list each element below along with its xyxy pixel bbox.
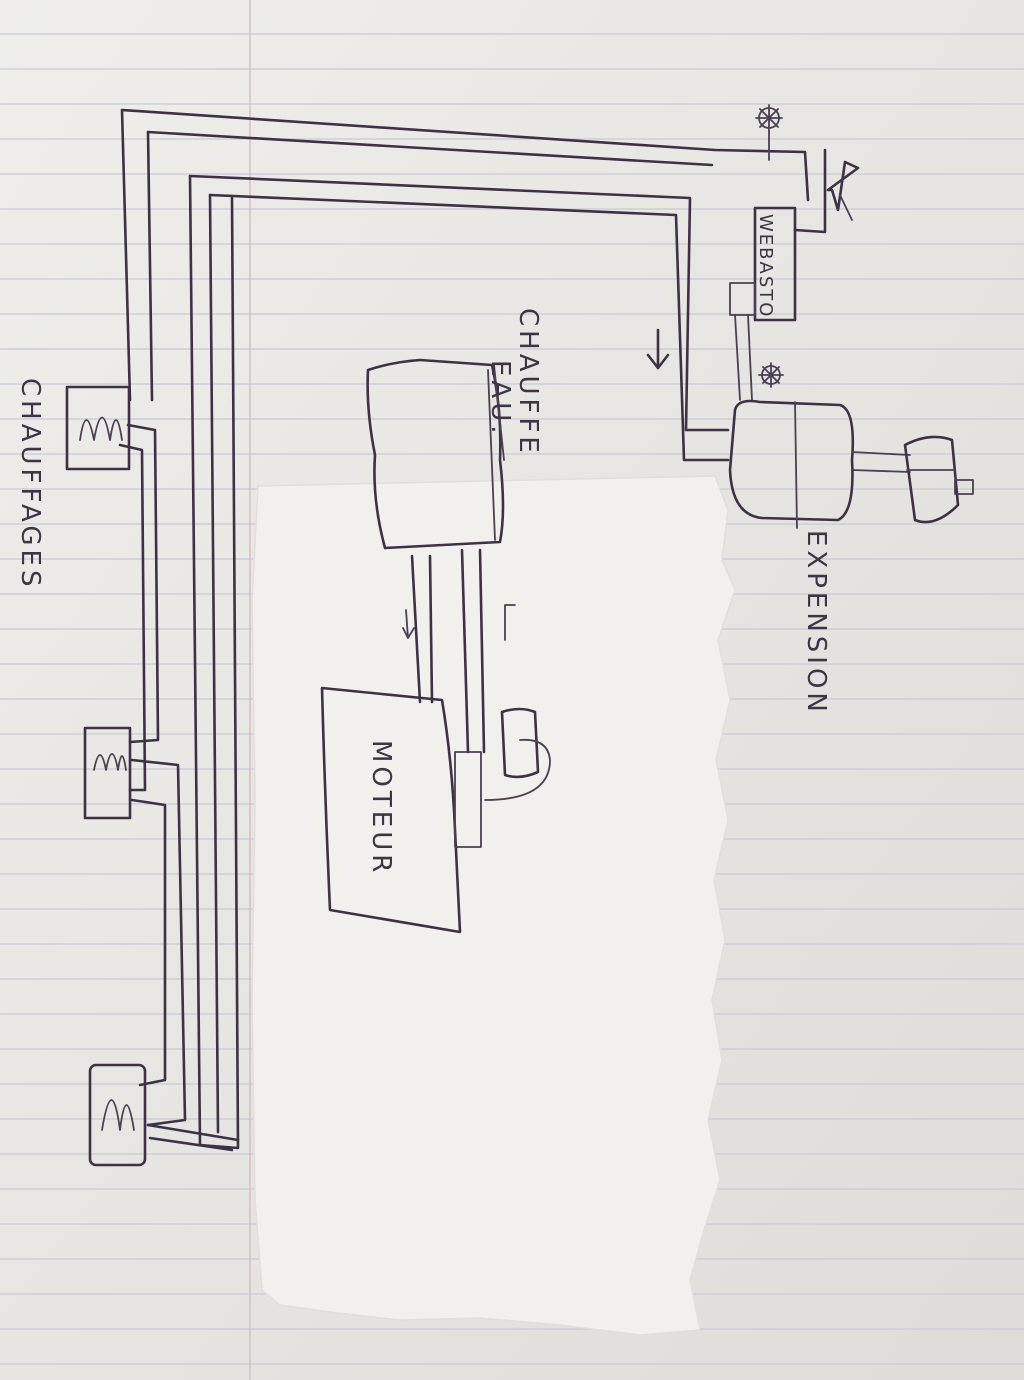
- flow-arrow-icon: [402, 609, 415, 639]
- valve-icon: [758, 362, 784, 388]
- label-webasto: WEBASTO: [755, 214, 776, 318]
- heater-circuit-pipes: [118, 108, 810, 1152]
- torn-paper-sheet: [251, 475, 736, 1336]
- water-heater: [366, 358, 505, 754]
- radiator-top: [65, 385, 131, 471]
- valve-icon: [755, 104, 783, 161]
- webasto-heater: [729, 148, 827, 401]
- label-moteur: MOTEUR: [366, 740, 396, 876]
- label-chauffages: CHAUFFAGES: [15, 378, 45, 590]
- radiator-bottom: [88, 1063, 147, 1167]
- label-chauffe-eau-line1: CHAUFFE: [513, 308, 543, 457]
- radiator-middle: [83, 726, 132, 820]
- flow-arrow-icon: [646, 328, 670, 370]
- flow-arrow-icon: [504, 604, 516, 641]
- label-expension: EXPENSION: [801, 530, 831, 716]
- label-chauffe-eau-line2: EAU.: [485, 360, 515, 438]
- engine: [320, 686, 551, 934]
- exhaust-arrow-icon: [826, 160, 860, 221]
- expansion-tank: [728, 399, 974, 529]
